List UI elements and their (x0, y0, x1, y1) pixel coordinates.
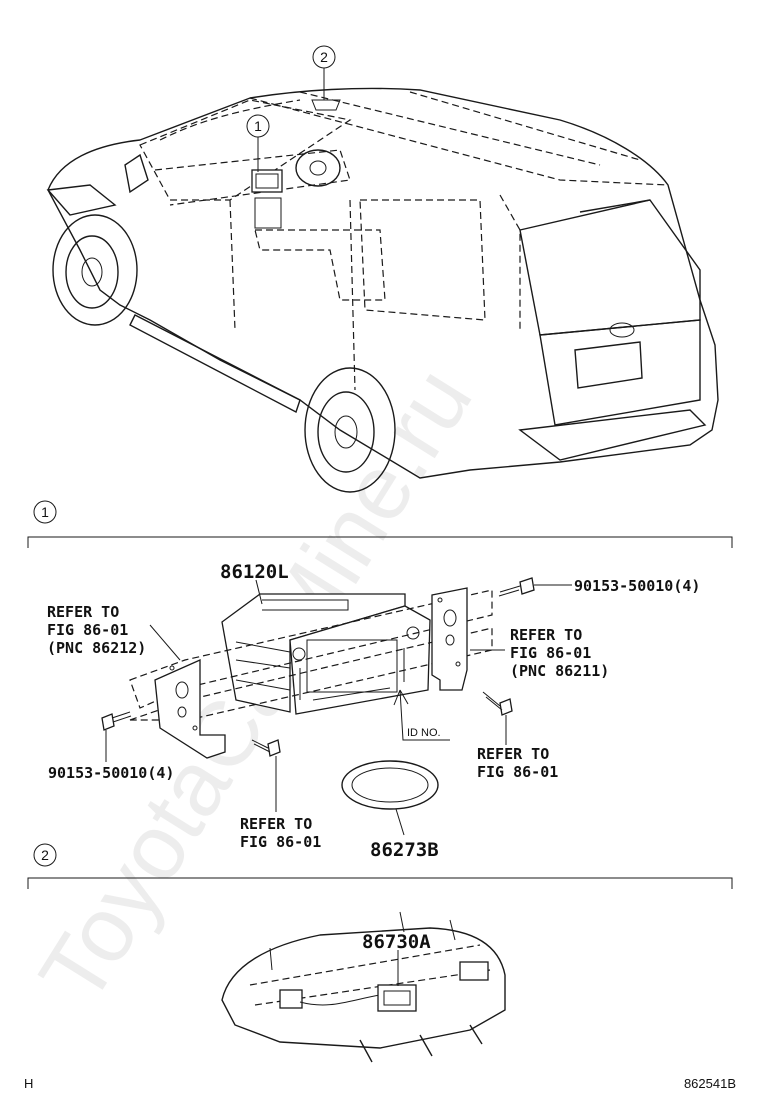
id-no-leader (393, 689, 450, 741)
part-number-86120L[interactable]: 86120L (220, 561, 289, 583)
svg-text:REFER TO: REFER TO (240, 815, 312, 833)
screw-top-right[interactable] (498, 577, 572, 597)
screw-part-number-left[interactable]: 90153-50010(4) (48, 764, 174, 782)
section-2-bracket (27, 877, 733, 889)
callout-top-1[interactable]: 1 (246, 114, 270, 138)
svg-text:1: 1 (254, 118, 262, 134)
svg-text:REFER TO: REFER TO (510, 626, 582, 644)
section-2-callout[interactable]: 2 (33, 843, 57, 867)
vehicle-illustration (46, 68, 719, 493)
svg-text:2: 2 (41, 847, 49, 863)
callout-top-2[interactable]: 2 (312, 45, 336, 69)
screw-left[interactable] (101, 711, 132, 762)
screw-bottom-left[interactable] (251, 739, 281, 812)
refer-left-label[interactable]: REFER TO FIG 86-01 (PNC 86212) (47, 603, 146, 657)
svg-text:REFER TO: REFER TO (477, 745, 549, 763)
diagram-id: 862541B (684, 1076, 736, 1091)
svg-text:FIG 86-01: FIG 86-01 (477, 763, 558, 781)
svg-text:(PNC 86211): (PNC 86211) (510, 662, 609, 680)
refer-right-label[interactable]: REFER TO FIG 86-01 (PNC 86211) (510, 626, 609, 680)
svg-text:1: 1 (41, 504, 49, 520)
id-no-label: ID NO. (407, 727, 441, 739)
right-bracket[interactable] (431, 587, 468, 691)
svg-text:FIG 86-01: FIG 86-01 (510, 644, 591, 662)
section-1-bracket (27, 536, 733, 548)
part-number-86730A[interactable]: 86730A (362, 931, 431, 953)
module-86730A[interactable] (377, 984, 417, 1012)
svg-text:FIG 86-01: FIG 86-01 (47, 621, 128, 639)
svg-text:2: 2 (320, 49, 328, 65)
screw-part-number-right[interactable]: 90153-50010(4) (574, 577, 700, 595)
footer-code: H (24, 1076, 33, 1091)
svg-text:FIG 86-01: FIG 86-01 (240, 833, 321, 851)
svg-text:(PNC 86212): (PNC 86212) (47, 639, 146, 657)
left-bracket[interactable] (154, 658, 226, 759)
overhead-console[interactable] (221, 911, 506, 1063)
refer-bottom-right-label[interactable]: REFER TO FIG 86-01 (477, 745, 558, 781)
refer-bottom-left-label[interactable]: REFER TO FIG 86-01 (240, 815, 321, 851)
section-1-callout[interactable]: 1 (33, 500, 57, 524)
part-number-86273B[interactable]: 86273B (370, 839, 439, 861)
ring-86273B[interactable] (341, 760, 439, 810)
audio-unit-86120L[interactable] (221, 593, 431, 715)
svg-text:REFER TO: REFER TO (47, 603, 119, 621)
screw-bottom-right[interactable] (482, 691, 513, 745)
